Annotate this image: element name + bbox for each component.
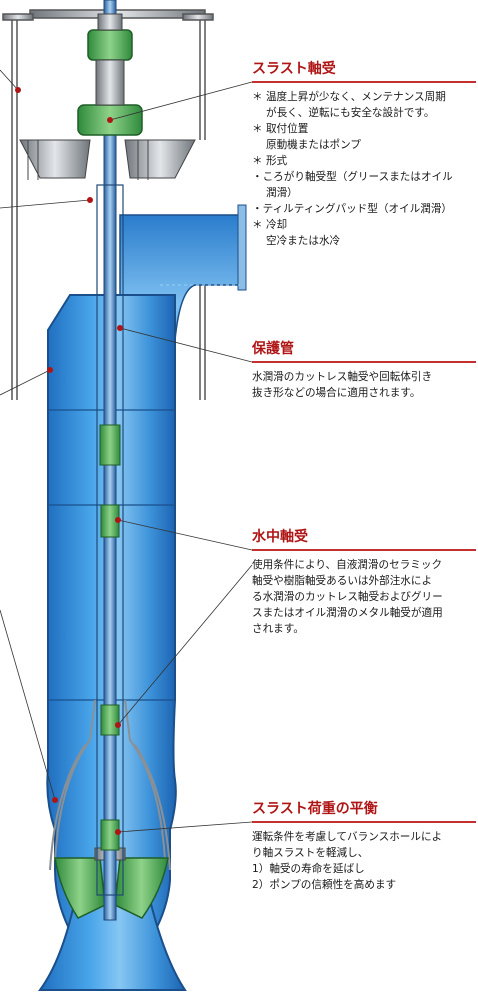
thrust-bearing-assembly	[77, 13, 143, 136]
body-line: 抜き形などの場合に適用されます。	[252, 387, 421, 399]
body-line: ・ころがり軸受型（グリースまたはオイル	[252, 171, 453, 183]
callout-title: スラスト荷重の平衡	[252, 800, 476, 823]
body-line: る水潤滑のカットレス軸受およびグリー	[252, 591, 443, 603]
callout-body: 水潤滑のカットレス軸受や回転体引き 抜き形などの場合に適用されます。	[252, 369, 476, 401]
body-line: ・ティルティングパッド型（オイル潤滑）	[252, 203, 453, 215]
body-line: 軸受や樹脂軸受あるいは外部注水によ	[252, 575, 433, 587]
body-line: ＊ 温度上昇が少なく、メンテナンス周期	[252, 91, 446, 103]
body-line: ＊ 取付位置	[252, 123, 309, 135]
suction-bell	[38, 899, 187, 991]
callout-thrust-bearing: スラスト軸受 ＊ 温度上昇が少なく、メンテナンス周期 が長く、逆転にも安全な設計…	[252, 60, 476, 249]
body-line: 水潤滑のカットレス軸受や回転体引き	[252, 371, 433, 383]
callout-body: ＊ 温度上昇が少なく、メンテナンス周期 が長く、逆転にも安全な設計です。 ＊ 取…	[252, 89, 476, 249]
body-line: 使用条件により、自液潤滑のセラミック	[252, 559, 443, 571]
callout-title: スラスト軸受	[252, 60, 476, 83]
body-line: されます。	[252, 623, 304, 635]
body-line: スまたはオイル潤滑のメタル軸受が適用	[252, 607, 443, 619]
body-line: ＊ 形式	[252, 155, 288, 167]
leader-dots	[15, 87, 123, 835]
body-line: 2）ポンプの信頼性を高めます	[252, 879, 397, 891]
body-line: 運転条件を考慮してバランスホールによ	[252, 831, 443, 843]
body-line: が長く、逆転にも安全な設計です。	[266, 107, 435, 119]
body-line: 原動機またはポンプ	[266, 139, 362, 151]
callout-title: 保護管	[252, 340, 476, 363]
callout-thrust-balance: スラスト荷重の平衡 運転条件を考慮してバランスホールによ り軸スラストを軽減し、…	[252, 800, 476, 893]
body-line: 空冷または水冷	[266, 235, 341, 247]
callout-title: 水中軸受	[252, 528, 476, 551]
support-plates	[19, 139, 196, 180]
callout-protection-tube: 保護管 水潤滑のカットレス軸受や回転体引き 抜き形などの場合に適用されます。	[252, 340, 476, 401]
bowl-diffuser	[49, 699, 171, 871]
underwater-bearings	[99, 424, 121, 851]
body-line: り軸スラストを軽減し、	[252, 847, 369, 859]
callout-body: 使用条件により、自液潤滑のセラミック 軸受や樹脂軸受あるいは外部注水によ る水潤…	[252, 557, 476, 637]
callout-underwater-bearing: 水中軸受 使用条件により、自液潤滑のセラミック 軸受や樹脂軸受あるいは外部注水に…	[252, 528, 476, 637]
body-line: 1）軸受の寿命を延ばし	[252, 863, 365, 875]
body-line: 潤滑）	[266, 187, 298, 199]
callout-body: 運転条件を考慮してバランスホールによ り軸スラストを軽減し、 1）軸受の寿命を延…	[252, 829, 476, 893]
leader-lines	[0, 69, 253, 833]
body-line: ＊ 冷却	[252, 219, 288, 231]
